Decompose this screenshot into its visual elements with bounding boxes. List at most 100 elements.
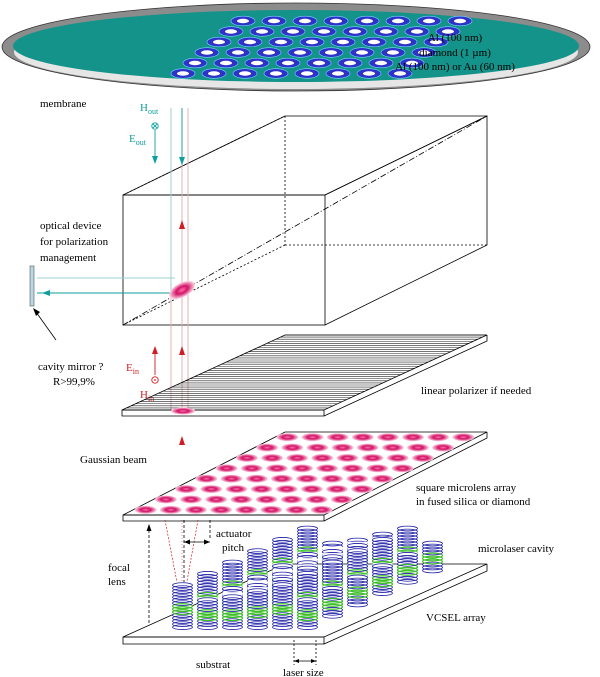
microlens-spot bbox=[316, 464, 339, 473]
membrane-dot bbox=[318, 47, 344, 58]
microlens-spot bbox=[215, 464, 238, 473]
polarizer-beam-spot bbox=[171, 407, 195, 415]
membrane-dot bbox=[230, 15, 256, 27]
membrane-dot bbox=[201, 68, 227, 79]
microlaser-coil bbox=[271, 582, 294, 630]
microlens-spot bbox=[311, 453, 334, 462]
microlens-spot bbox=[235, 505, 258, 514]
microlens-spot bbox=[245, 474, 268, 483]
microlens-spot bbox=[134, 505, 157, 514]
membrane-dot bbox=[354, 15, 380, 27]
microlens-spot bbox=[306, 443, 329, 452]
membrane-dot bbox=[244, 57, 270, 69]
microlens-spot bbox=[336, 453, 359, 462]
microlens-spot bbox=[346, 474, 369, 483]
microlens-spot bbox=[366, 464, 389, 473]
membrane-dot bbox=[356, 68, 382, 79]
microlens-spot bbox=[330, 495, 353, 504]
focal-lens-label-2: lens bbox=[108, 576, 126, 588]
microlaser-coils bbox=[171, 525, 444, 630]
membrane-dot bbox=[330, 36, 356, 48]
linear-polarizer-plate bbox=[121, 334, 488, 417]
beam-lines bbox=[37, 108, 189, 445]
microlens-spot bbox=[256, 443, 279, 452]
cavity-mirror-label-1: cavity mirror ? bbox=[38, 361, 103, 373]
microlaser-coil bbox=[296, 597, 319, 630]
laser-size-label: laser size bbox=[283, 667, 324, 677]
membrane-dot bbox=[292, 15, 318, 27]
microlens-spot bbox=[406, 443, 429, 452]
microlens-spot bbox=[195, 474, 218, 483]
membrane-layer-label-1: Al (100 nm) bbox=[428, 32, 483, 44]
microlens-spot bbox=[205, 495, 228, 504]
microlens-spot bbox=[331, 443, 354, 452]
membrane-dot bbox=[380, 47, 406, 58]
membrane-dot bbox=[299, 36, 325, 48]
membrane-dot bbox=[323, 15, 349, 27]
e-out-arrow bbox=[152, 156, 158, 164]
microlens-spot bbox=[230, 495, 253, 504]
microlaser-coil bbox=[396, 551, 419, 585]
membrane-dot bbox=[218, 26, 244, 37]
microlens-spot bbox=[326, 433, 349, 442]
microlens-spot bbox=[356, 443, 379, 452]
microlens-spot bbox=[159, 505, 182, 514]
membrane-dot bbox=[182, 57, 208, 69]
optical-device-label-2: for polarization bbox=[40, 236, 109, 248]
membrane-dot bbox=[280, 26, 306, 37]
h-in-dot-symbol bbox=[151, 376, 159, 384]
h-out-cross-symbol bbox=[151, 122, 159, 130]
membrane-dot bbox=[268, 36, 294, 48]
microlens-spot bbox=[281, 443, 304, 452]
microlens-spot bbox=[275, 485, 298, 494]
membrane-dot bbox=[170, 68, 196, 79]
microlens-spot bbox=[184, 505, 207, 514]
microlens-spot bbox=[154, 495, 177, 504]
microlens-spot bbox=[301, 433, 324, 442]
membrane-dot bbox=[411, 47, 437, 58]
output-beam-arrow bbox=[179, 157, 185, 165]
membrane-dot bbox=[387, 68, 413, 79]
microlens-spot bbox=[265, 464, 288, 473]
substrat-label: substrat bbox=[196, 659, 230, 671]
microlaser-coil bbox=[221, 592, 244, 630]
microlens-spot bbox=[341, 464, 364, 473]
microlaser-coil bbox=[321, 585, 344, 619]
microlens-spot bbox=[286, 453, 309, 462]
microlens-spot bbox=[250, 485, 273, 494]
membrane-dot bbox=[325, 68, 351, 79]
microlens-spot bbox=[240, 464, 263, 473]
focal-lens-label-1: focal bbox=[108, 562, 130, 574]
membrane-dot bbox=[225, 47, 251, 58]
microlens-spot bbox=[321, 474, 344, 483]
microlaser-cavity-label: microlaser cavity bbox=[478, 543, 555, 555]
microlens-spot bbox=[225, 485, 248, 494]
membrane-dot bbox=[263, 68, 289, 79]
membrane-layer-label-3: Al (100 nm) or Au (60 nm) bbox=[395, 61, 515, 73]
linear-polarizer-label: linear polarizer if needed bbox=[421, 385, 532, 397]
beam-up-arrow-1 bbox=[179, 220, 185, 229]
actuator-label-1: actuator bbox=[216, 528, 252, 540]
microlaser-coil bbox=[196, 597, 219, 630]
microlens-spot bbox=[235, 453, 258, 462]
membrane-dot bbox=[287, 47, 313, 58]
membrane-dot bbox=[256, 47, 282, 58]
optical-device-label-3: management bbox=[40, 252, 96, 264]
microlaser-coil bbox=[246, 587, 269, 630]
microlaser-coil bbox=[421, 540, 444, 574]
device-beam-spot bbox=[169, 280, 195, 300]
microlens-spot bbox=[220, 474, 243, 483]
cavity-mirror bbox=[29, 265, 57, 341]
membrane-dot bbox=[361, 36, 387, 48]
microlens-spot bbox=[325, 485, 348, 494]
membrane-dot bbox=[206, 36, 232, 48]
laser-size-marker bbox=[293, 640, 317, 665]
membrane-dot bbox=[213, 57, 239, 69]
microlens-spot bbox=[280, 495, 303, 504]
microlens-spot bbox=[310, 505, 333, 514]
vcsel-array-label: VCSEL array bbox=[426, 612, 486, 624]
e-out-label: Eout bbox=[129, 133, 147, 147]
e-in-arrow bbox=[152, 346, 158, 354]
e-in-label: Ein bbox=[126, 362, 139, 376]
membrane-dot bbox=[311, 26, 337, 37]
